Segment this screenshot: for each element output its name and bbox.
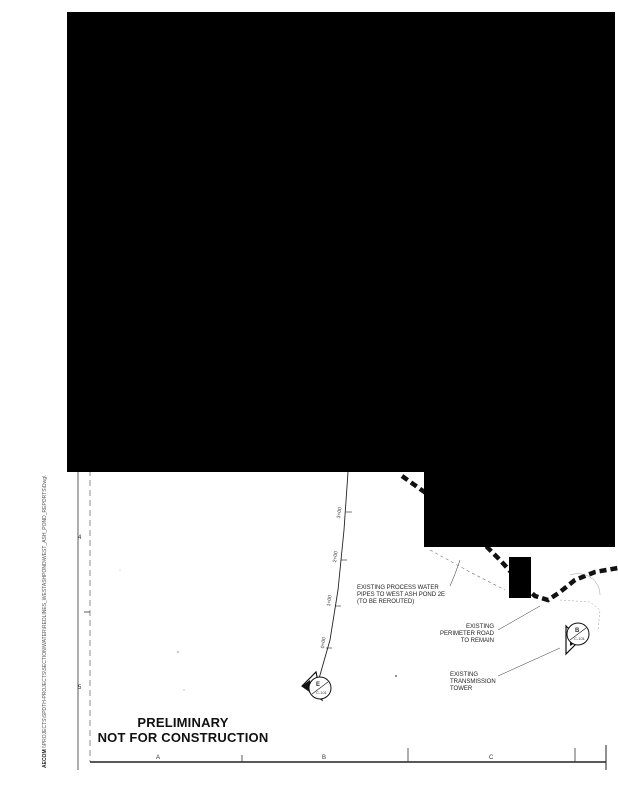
stamp-line-1: PRELIMINARY (137, 715, 229, 730)
section-sheet-right: C-101 (574, 636, 585, 641)
note-line: EXISTING PROCESS WATER (357, 585, 439, 591)
leader-line (449, 559, 461, 587)
preliminary-stamp: PRELIMINARY NOT FOR CONSTRUCTION (78, 715, 288, 745)
leader-line (497, 647, 561, 677)
note-line: EXISTING (450, 672, 479, 678)
section-letter-left: E (316, 682, 321, 688)
section-divider (569, 627, 587, 641)
redaction-block-right (424, 470, 615, 547)
note-line: TOWER (450, 686, 473, 692)
scan-speck (183, 689, 185, 691)
note-line: EXISTING (466, 624, 495, 630)
scan-speck (395, 675, 397, 677)
redaction-block-small (509, 557, 531, 598)
note-line: PERIMETER ROAD (440, 631, 495, 637)
file-path-strip: AECOM \\PROJECTS\SPDTH-PROJECTS\SECTION\… (42, 476, 48, 768)
note-line: TO REMAIN (460, 638, 495, 644)
section-divider (311, 681, 329, 695)
grid-row-label: 4 (78, 535, 82, 541)
redaction-block-main (67, 12, 615, 472)
grid-column-label: C (489, 755, 494, 761)
note-line: (TO BE REROUTED) (357, 599, 415, 605)
note-perimeter-road: EXISTING PERIMETER ROAD TO REMAIN (440, 624, 494, 645)
note-process-water: EXISTING PROCESS WATER PIPES TO WEST ASH… (357, 585, 445, 606)
scan-speck (177, 651, 179, 653)
file-path: \\PROJECTS\SPDTH-PROJECTS\SECTION\WATER\… (42, 475, 48, 748)
grid-row-label: 5 (78, 685, 82, 691)
note-transmission-tower: EXISTING TRANSMISSION TOWER (450, 672, 496, 693)
alignment-centerline (317, 471, 349, 683)
note-line: TRANSMISSION (450, 679, 496, 685)
stamp-line-2: NOT FOR CONSTRUCTION (97, 730, 269, 745)
note-line: PIPES TO WEST ASH POND 2E (357, 592, 446, 598)
existing-contour (559, 599, 601, 631)
brand-mark: AECOM (42, 749, 48, 768)
grid-column-label: A (156, 755, 161, 761)
section-letter-right: B (575, 628, 580, 634)
existing-contour (569, 573, 601, 596)
scan-speck (119, 569, 121, 571)
section-sheet-left: C-101 (316, 690, 327, 695)
grid-column-label: B (322, 755, 327, 761)
leader-line (497, 605, 541, 631)
